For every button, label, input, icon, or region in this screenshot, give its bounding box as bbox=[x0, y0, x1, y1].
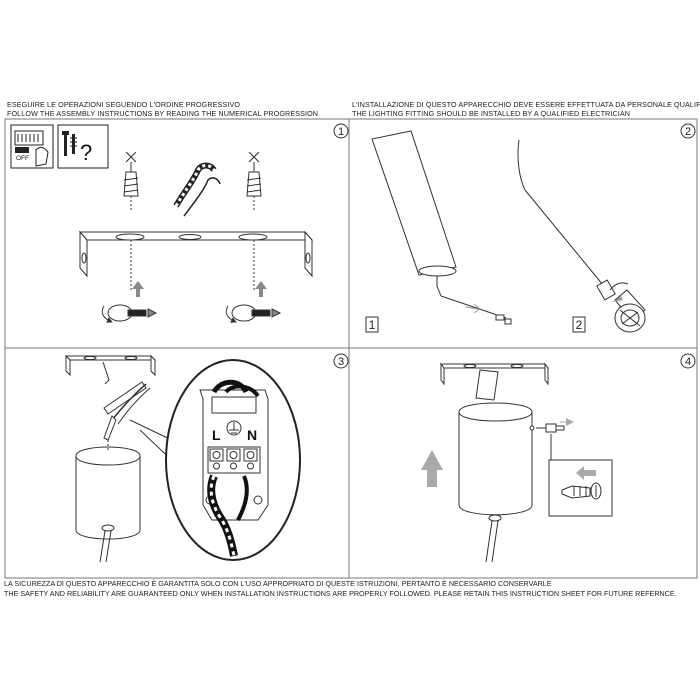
ceiling-bracket-final bbox=[440, 362, 549, 401]
panel-4-final-mount bbox=[421, 362, 613, 563]
svg-text:2: 2 bbox=[576, 318, 583, 332]
step-number-2: 2 bbox=[680, 123, 696, 139]
terminal-block-wires-small bbox=[103, 381, 151, 441]
side-screw-detail bbox=[536, 418, 574, 433]
header-left-english: FOLLOW THE ASSEMBLY INSTRUCTIONS BY READ… bbox=[7, 109, 319, 118]
svg-text:1: 1 bbox=[338, 126, 344, 138]
lamp-tube-body bbox=[371, 130, 512, 325]
step-number-3: 3 bbox=[333, 353, 349, 369]
terminal-block-zoom: L N bbox=[165, 359, 301, 561]
tools-question-icon: ? bbox=[57, 124, 109, 169]
wall-plug-left bbox=[123, 151, 139, 211]
footer-italian: LA SICUREZZA DI QUESTO APPARECCHIO È GAR… bbox=[4, 579, 552, 588]
footer-english: THE SAFETY AND RELIABILITY ARE GUARANTEE… bbox=[4, 588, 677, 598]
screwdriver-rotation-right bbox=[225, 281, 282, 323]
instructions-header-left: ESEGUIRE LE OPERAZIONI SEGUENDO L'ORDINE… bbox=[7, 100, 318, 118]
svg-text:?: ? bbox=[80, 140, 92, 165]
lamp-canopy-final bbox=[458, 402, 535, 563]
wall-plug-right bbox=[246, 151, 262, 211]
lift-up-arrow bbox=[421, 450, 443, 487]
mains-cable-illustration bbox=[173, 162, 221, 217]
step-number-4: 4 bbox=[680, 353, 696, 369]
ceiling-bracket-small bbox=[64, 354, 157, 385]
live-terminal-label: L bbox=[212, 427, 221, 443]
svg-text:3: 3 bbox=[338, 356, 344, 368]
header-left-italian: ESEGUIRE LE OPERAZIONI SEGUENDO L'ORDINE… bbox=[7, 100, 241, 109]
panel-3-wiring: L N bbox=[64, 354, 301, 563]
neutral-terminal-label: N bbox=[247, 427, 257, 443]
lamp-canopy-cylinder bbox=[75, 440, 141, 563]
safety-footer: LA SICUREZZA DI QUESTO APPARECCHIO È GAR… bbox=[4, 579, 677, 598]
svg-text:2: 2 bbox=[685, 126, 691, 138]
substep-box-2: 2 bbox=[572, 316, 586, 333]
panel-2-lamp-assembly: 1 2 bbox=[365, 130, 646, 333]
screwdriver-rotation-left bbox=[101, 281, 158, 323]
step-number-1: 1 bbox=[333, 123, 349, 139]
instructions-header-right: L'INSTALLAZIONE DI QUESTO APPARECCHIO DE… bbox=[352, 100, 700, 118]
svg-text:1: 1 bbox=[369, 318, 376, 332]
svg-text:OFF: OFF bbox=[16, 155, 29, 162]
panel-1-bracket-mounting: OFF ? bbox=[10, 124, 314, 323]
svg-text:4: 4 bbox=[685, 356, 691, 368]
substep-box-1: 1 bbox=[365, 316, 379, 333]
power-off-warning-icon: OFF bbox=[10, 124, 54, 169]
panel-grid bbox=[4, 118, 698, 579]
header-right-english: THE LIGHTING FITTING SHOULD BE INSTALLED… bbox=[352, 109, 631, 118]
mounting-bracket bbox=[78, 230, 314, 290]
pendant-socket bbox=[517, 139, 646, 333]
header-right-italian: L'INSTALLAZIONE DI QUESTO APPARECCHIO DE… bbox=[352, 100, 700, 109]
screw-zoom-callout bbox=[548, 434, 613, 517]
